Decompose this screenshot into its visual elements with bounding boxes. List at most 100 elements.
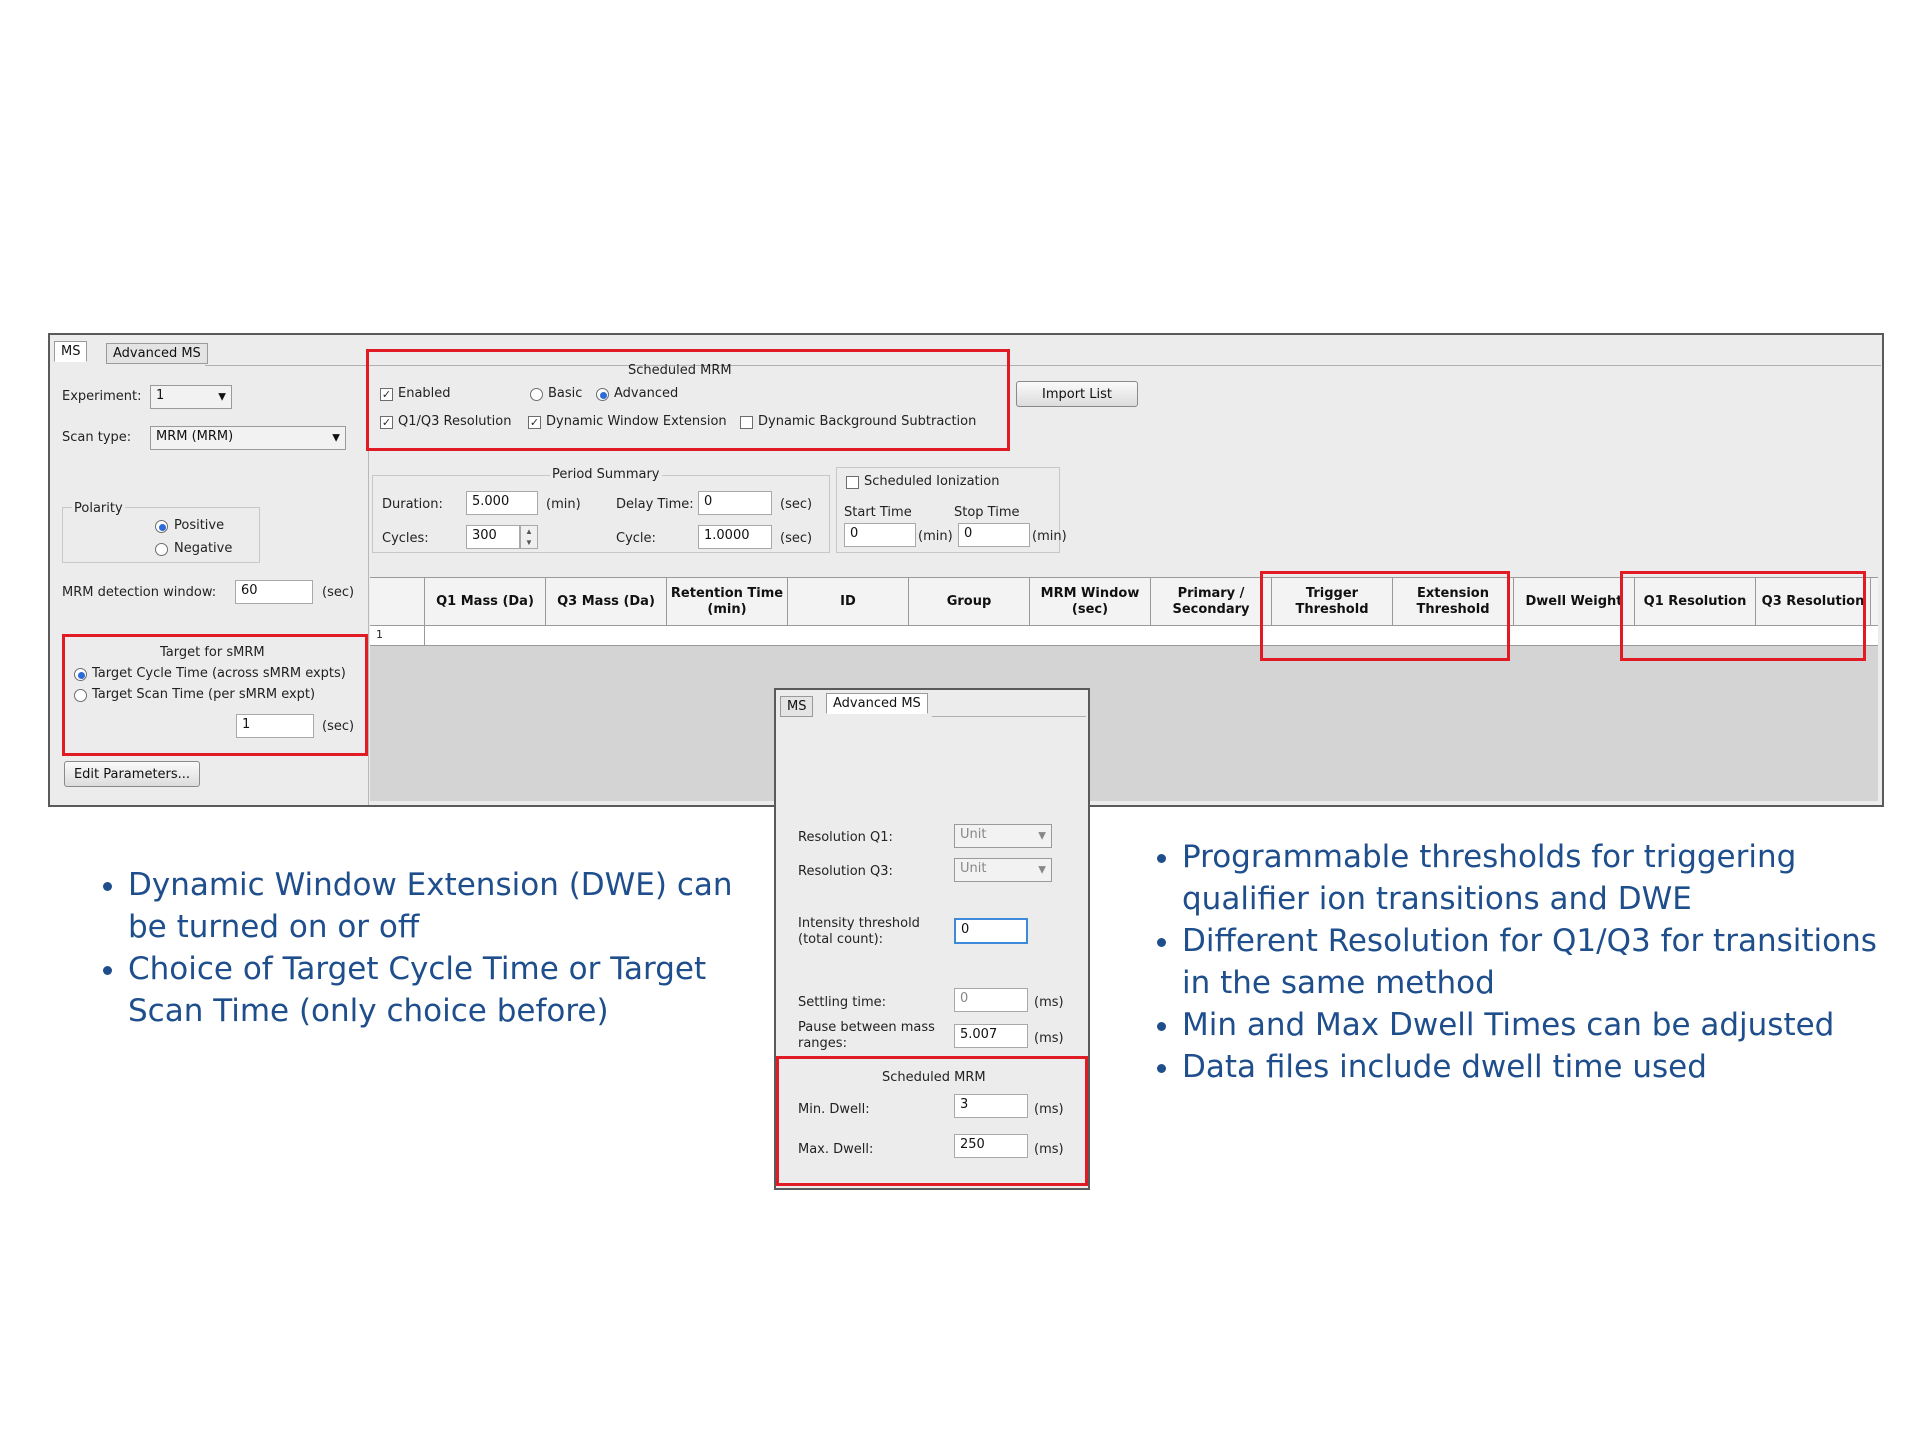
duration-input[interactable]: 5.000 xyxy=(466,491,538,515)
resolution-q3-value: Unit xyxy=(960,861,987,876)
note-resolution: Different Resolution for Q1/Q3 for trans… xyxy=(1182,920,1886,1004)
start-time-input[interactable]: 0 xyxy=(844,523,916,547)
stop-time-unit: (min) xyxy=(1032,529,1067,544)
max-dwell-unit: (ms) xyxy=(1034,1142,1064,1157)
target-scan-radio[interactable] xyxy=(74,689,87,702)
stop-time-label: Stop Time xyxy=(954,505,1020,520)
target-time-input[interactable]: 1 xyxy=(236,714,314,738)
scheduled-mrm-title: Scheduled MRM xyxy=(628,363,732,378)
edit-parameters-button[interactable]: Edit Parameters... xyxy=(64,761,200,787)
table-row[interactable]: 1 xyxy=(370,626,1878,646)
duration-unit: (min) xyxy=(546,497,581,512)
note-dwell-times: Min and Max Dwell Times can be adjusted xyxy=(1182,1004,1886,1046)
col-extension-threshold[interactable]: Extension Threshold xyxy=(1393,578,1514,625)
col-primary-secondary[interactable]: Primary / Secondary xyxy=(1151,578,1272,625)
col-q3-mass[interactable]: Q3 Mass (Da) xyxy=(546,578,667,625)
experiment-label: Experiment: xyxy=(62,389,142,404)
resolution-columns-highlight xyxy=(1620,571,1866,661)
min-dwell-label: Min. Dwell: xyxy=(798,1102,870,1117)
resolution-q3-select[interactable]: Unit ▼ xyxy=(954,858,1052,882)
col-q3-resolution[interactable]: Q3 Resolution xyxy=(1756,578,1871,625)
polarity-negative-radio[interactable] xyxy=(155,543,168,556)
period-summary-title: Period Summary xyxy=(550,467,662,482)
mrm-window-label: MRM detection window: xyxy=(62,585,217,600)
target-cycle-label: Target Cycle Time (across sMRM expts) xyxy=(92,666,346,681)
q1q3-resolution-label: Q1/Q3 Resolution xyxy=(398,414,512,429)
cycles-input[interactable]: 300 xyxy=(466,525,520,549)
dwe-label: Dynamic Window Extension xyxy=(546,414,727,429)
dropdown-arrow-icon: ▼ xyxy=(218,391,226,403)
polarity-positive-radio[interactable] xyxy=(155,520,168,533)
cycles-stepper[interactable]: ▲▼ xyxy=(520,525,538,549)
min-dwell-unit: (ms) xyxy=(1034,1102,1064,1117)
method-editor-window: MS Advanced MS Experiment: 1 ▼ Scan type… xyxy=(48,333,1884,807)
col-group[interactable]: Group xyxy=(909,578,1030,625)
polarity-negative-label: Negative xyxy=(174,541,233,556)
pause-unit: (ms) xyxy=(1034,1031,1064,1046)
inset-tab-strip-line xyxy=(932,716,1086,717)
target-smrm-highlight xyxy=(62,634,368,756)
import-list-button[interactable]: Import List xyxy=(1016,381,1138,407)
col-q1-resolution[interactable]: Q1 Resolution xyxy=(1635,578,1756,625)
basic-radio[interactable] xyxy=(530,388,543,401)
dbs-checkbox[interactable] xyxy=(740,416,753,429)
col-trigger-threshold[interactable]: Trigger Threshold xyxy=(1272,578,1393,625)
right-notes: Programmable thresholds for triggering q… xyxy=(1146,836,1886,1088)
table-header-row: Q1 Mass (Da) Q3 Mass (Da) Retention Time… xyxy=(370,578,1878,626)
advanced-radio[interactable] xyxy=(596,388,609,401)
dropdown-arrow-icon: ▼ xyxy=(1038,864,1046,876)
target-scan-label: Target Scan Time (per sMRM expt) xyxy=(92,687,316,702)
delay-time-unit: (sec) xyxy=(780,497,813,512)
dwell-highlight xyxy=(776,1056,1088,1186)
enabled-label: Enabled xyxy=(398,386,451,401)
resolution-q1-select[interactable]: Unit ▼ xyxy=(954,824,1052,848)
scan-type-value: MRM (MRM) xyxy=(156,429,234,444)
col-id[interactable]: ID xyxy=(788,578,909,625)
inset-tab-ms[interactable]: MS xyxy=(780,696,814,717)
resolution-q1-label: Resolution Q1: xyxy=(798,830,893,845)
tab-ms[interactable]: MS xyxy=(54,341,88,362)
col-retention-time[interactable]: Retention Time (min) xyxy=(667,578,788,625)
scan-type-select[interactable]: MRM (MRM) ▼ xyxy=(150,426,346,450)
row-header-divider xyxy=(424,626,425,646)
left-notes: Dynamic Window Extension (DWE) can be tu… xyxy=(92,864,762,1032)
target-time-unit: (sec) xyxy=(322,719,355,734)
scheduled-ionization-label: Scheduled Ionization xyxy=(864,474,1000,489)
min-dwell-input[interactable]: 3 xyxy=(954,1094,1028,1118)
col-dwell-weight[interactable]: Dwell Weight xyxy=(1514,578,1635,625)
stop-time-input[interactable]: 0 xyxy=(958,523,1030,547)
q1q3-resolution-checkbox[interactable]: ✓ xyxy=(380,416,393,429)
target-cycle-radio[interactable] xyxy=(74,668,87,681)
settling-time-input[interactable]: 0 xyxy=(954,988,1028,1012)
start-time-unit: (min) xyxy=(918,529,953,544)
transition-table[interactable]: Q1 Mass (Da) Q3 Mass (Da) Retention Time… xyxy=(370,577,1878,801)
row-header-corner xyxy=(370,578,425,625)
experiment-select[interactable]: 1 ▼ xyxy=(150,385,232,409)
dbs-label: Dynamic Background Subtraction xyxy=(758,414,977,429)
pause-input[interactable]: 5.007 xyxy=(954,1024,1028,1048)
col-mrm-window[interactable]: MRM Window (sec) xyxy=(1030,578,1151,625)
intensity-threshold-input[interactable]: 0 xyxy=(954,918,1028,944)
note-target-choice: Choice of Target Cycle Time or Target Sc… xyxy=(128,948,762,1032)
tab-strip-line xyxy=(205,365,1881,366)
dwe-checkbox[interactable]: ✓ xyxy=(528,416,541,429)
advanced-ms-inset: MS Advanced MS Resolution Q1: Unit ▼ Res… xyxy=(774,688,1090,1190)
intensity-threshold-label: Intensity threshold (total count): xyxy=(798,916,920,947)
mrm-window-input[interactable]: 60 xyxy=(235,580,313,604)
tab-advanced-ms[interactable]: Advanced MS xyxy=(106,343,208,364)
row-number: 1 xyxy=(376,628,383,641)
delay-time-input[interactable]: 0 xyxy=(698,491,772,515)
scheduled-ionization-checkbox[interactable] xyxy=(846,476,859,489)
cycle-unit: (sec) xyxy=(780,531,813,546)
panel-divider xyxy=(368,365,369,805)
col-q1-mass[interactable]: Q1 Mass (Da) xyxy=(425,578,546,625)
enabled-checkbox[interactable]: ✓ xyxy=(380,388,393,401)
target-group-title: Target for sMRM xyxy=(160,645,265,660)
cycle-input[interactable]: 1.0000 xyxy=(698,525,772,549)
inset-tab-advanced-ms[interactable]: Advanced MS xyxy=(826,693,928,714)
start-time-label: Start Time xyxy=(844,505,912,520)
mrm-window-unit: (sec) xyxy=(322,585,355,600)
max-dwell-input[interactable]: 250 xyxy=(954,1134,1028,1158)
cycle-label: Cycle: xyxy=(616,531,656,546)
max-dwell-label: Max. Dwell: xyxy=(798,1142,874,1157)
